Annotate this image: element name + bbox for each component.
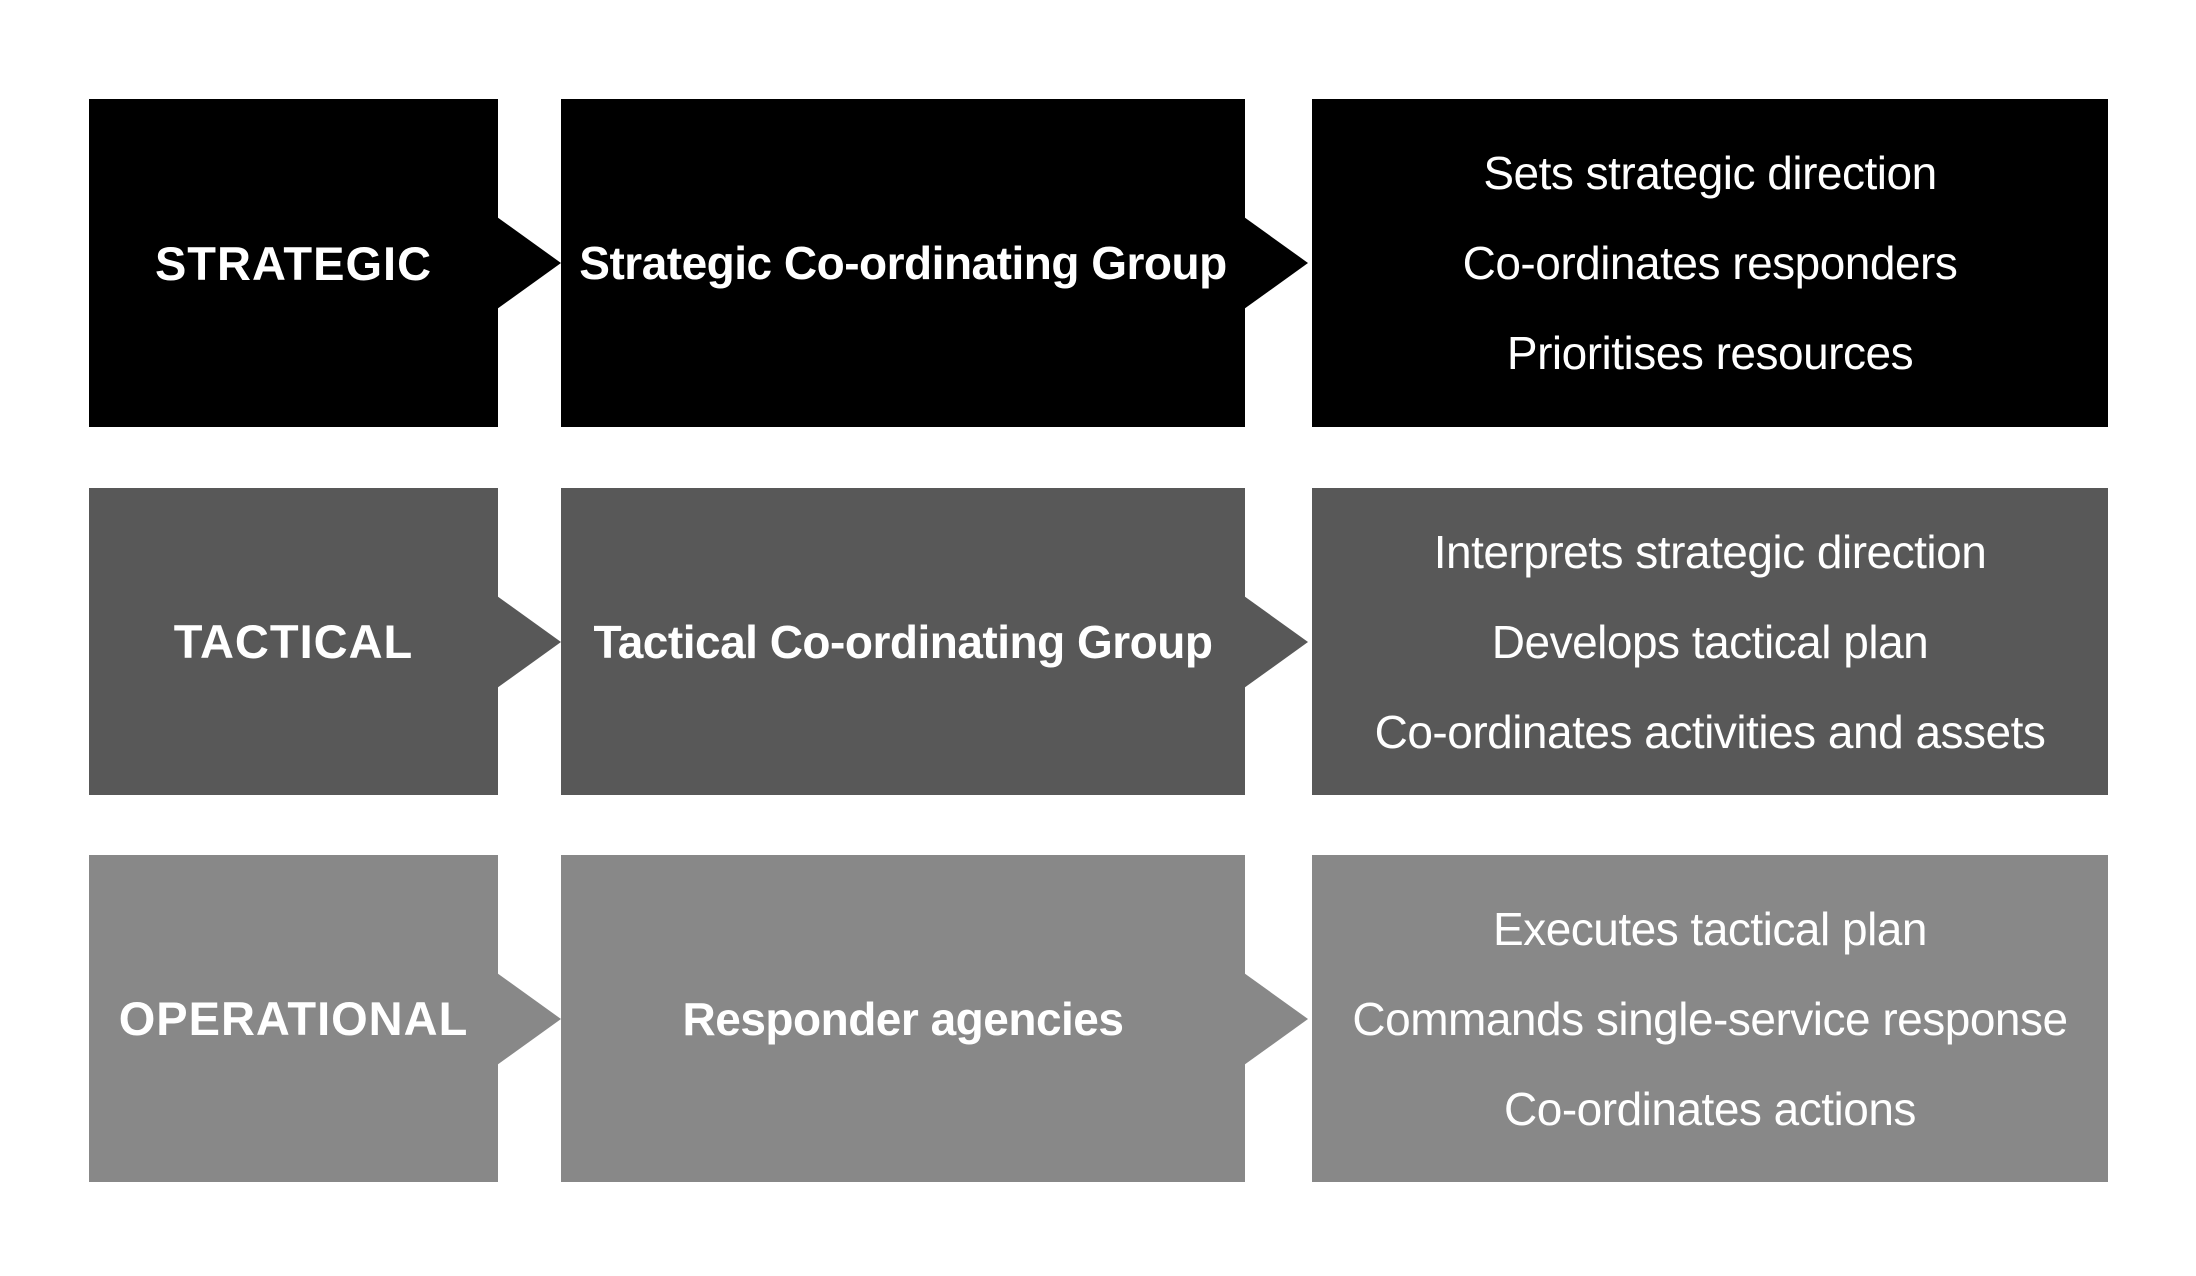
tactical-duty-item: Develops tactical plan	[1491, 615, 1929, 668]
strategic-row: STRATEGIC Strategic Co-ordinating Group …	[0, 99, 2196, 427]
tactical-level-box: TACTICAL	[89, 488, 561, 795]
tactical-row: TACTICAL Tactical Co-ordinating Group In…	[0, 488, 2196, 795]
tactical-level-arrow-icon	[497, 595, 561, 688]
strategic-duties-box: Sets strategic direction Co-ordinates re…	[1312, 99, 2108, 427]
tactical-group-arrow-icon	[1244, 595, 1308, 688]
strategic-group-arrow-icon	[1244, 217, 1308, 309]
operational-group-label: Responder agencies	[682, 992, 1124, 1045]
operational-row: OPERATIONAL Responder agencies Executes …	[0, 855, 2196, 1182]
operational-level-label: OPERATIONAL	[118, 992, 469, 1045]
operational-level-box: OPERATIONAL	[89, 855, 561, 1182]
operational-duty-item: Executes tactical plan	[1493, 902, 1927, 955]
operational-group-box: Responder agencies	[561, 855, 1308, 1182]
operational-duty-item: Commands single-service response	[1352, 992, 2068, 1045]
tactical-level-label: TACTICAL	[173, 615, 414, 668]
operational-duties-box: Executes tactical plan Commands single-s…	[1312, 855, 2108, 1182]
operational-duty-item: Co-ordinates actions	[1504, 1082, 1916, 1135]
operational-level-arrow-icon	[497, 972, 561, 1065]
strategic-level-arrow-icon	[497, 217, 561, 309]
strategic-duty-item: Sets strategic direction	[1483, 147, 1937, 199]
strategic-group-box: Strategic Co-ordinating Group	[561, 99, 1308, 427]
operational-group-arrow-icon	[1244, 972, 1308, 1065]
strategic-duty-item: Co-ordinates responders	[1462, 237, 1958, 289]
strategic-level-label: STRATEGIC	[154, 236, 433, 290]
strategic-duty-item: Prioritises resources	[1506, 327, 1914, 379]
tactical-duty-item: Interprets strategic direction	[1433, 525, 1987, 578]
strategic-group-label: Strategic Co-ordinating Group	[579, 237, 1227, 289]
tactical-group-box: Tactical Co-ordinating Group	[561, 488, 1308, 795]
tactical-group-label: Tactical Co-ordinating Group	[593, 615, 1213, 668]
tactical-duty-item: Co-ordinates activities and assets	[1374, 705, 2046, 758]
tactical-duties-box: Interprets strategic direction Develops …	[1312, 488, 2108, 795]
strategic-level-box: STRATEGIC	[89, 99, 561, 427]
